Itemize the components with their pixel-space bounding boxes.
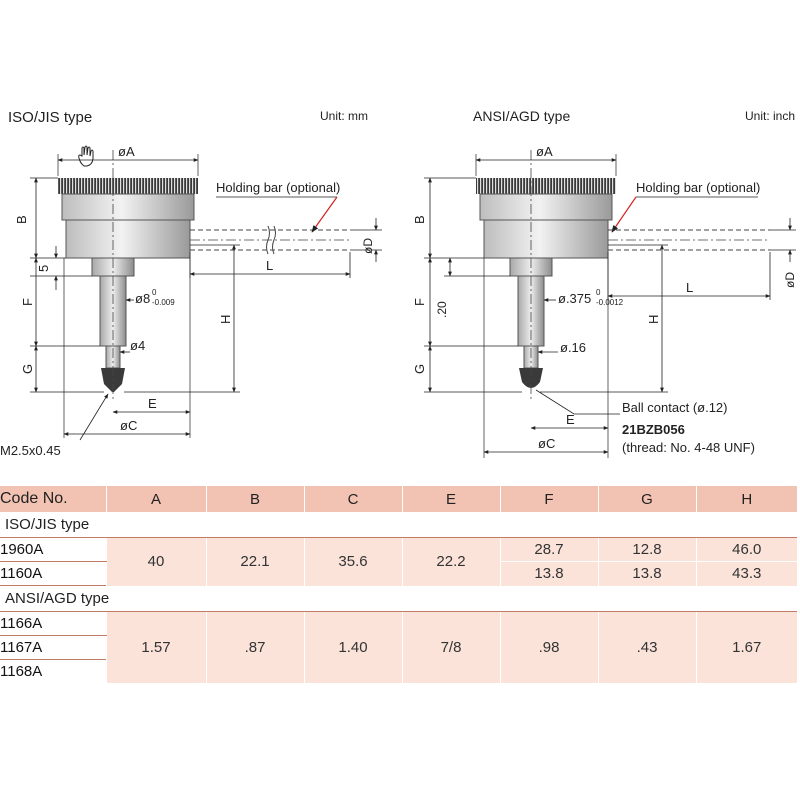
ansi-title: ANSI/AGD type <box>473 108 570 124</box>
header-b: B <box>205 486 304 512</box>
iso-label-stem: ø8 <box>135 291 150 306</box>
ansi-label-ball: Ball contact (ø.12) <box>622 400 728 415</box>
header-a: A <box>105 486 206 512</box>
iso-lower-body <box>65 219 191 259</box>
header-code: Code No. <box>0 486 106 512</box>
table-row: 1160A 13.8 13.8 43.3 <box>0 561 797 586</box>
ansi-lower-body <box>483 219 609 259</box>
ansi-value-g: .43 <box>597 611 696 683</box>
ansi-label-a: øA <box>536 144 553 159</box>
ansi-label-part: 21BZB056 <box>622 422 685 437</box>
iso-label-b: B <box>14 215 29 224</box>
table-header-row: Code No. A B C E F G H <box>0 486 797 512</box>
value-1160a-h: 43.3 <box>695 561 797 586</box>
value-1160a-f: 13.8 <box>499 561 598 586</box>
table-row: 1167A <box>0 635 797 660</box>
iso-label-d: øD <box>361 238 375 254</box>
ansi-agd-drawing: ANSI/AGD type Unit: inch Holding bar (op… <box>412 108 797 458</box>
iso-value-c: 35.6 <box>303 537 402 586</box>
table-row: 1168A <box>0 660 797 684</box>
header-h: H <box>695 486 797 512</box>
iso-value-b: 22.1 <box>205 537 304 586</box>
ansi-label-g: G <box>412 364 427 374</box>
ansi-value-b: .87 <box>205 611 304 683</box>
ansi-label-e: E <box>566 412 575 427</box>
table-row: 1960A 40 22.1 35.6 22.2 28.7 12.8 46.0 <box>0 537 797 586</box>
ansi-ball-contact <box>519 368 543 388</box>
ansi-section-label: ANSI/AGD type <box>0 585 797 612</box>
value-1960a-g: 12.8 <box>597 537 696 562</box>
iso-section-row: ISO/JIS type <box>0 512 797 538</box>
ansi-unit: Unit: inch <box>745 109 795 123</box>
hand-pointer-icon <box>78 145 94 167</box>
dimension-drawing: ISO/JIS type Unit: mm Holding bar (optio… <box>0 108 797 458</box>
iso-label-g: G <box>20 364 35 374</box>
iso-label-l: L <box>266 258 273 273</box>
table-row: 1166A 1.57 .87 1.40 7/8 .98 .43 1.67 <box>0 611 797 683</box>
iso-holding-label: Holding bar (optional) <box>216 180 340 195</box>
code-1167a: 1167A <box>0 635 106 660</box>
ansi-holding-label: Holding bar (optional) <box>636 180 760 195</box>
ansi-value-f: .98 <box>499 611 598 683</box>
ansi-upper-body <box>479 193 613 221</box>
ansi-label-d: øD <box>783 272 797 288</box>
iso-value-a: 40 <box>105 537 206 586</box>
ansi-stem-tol-bottom: -0.0012 <box>596 298 624 307</box>
iso-title: ISO/JIS type <box>8 109 92 126</box>
iso-label-thread: M2.5x0.45 <box>0 443 61 458</box>
iso-stem-tol-bottom: -0.009 <box>152 298 175 307</box>
ansi-value-a: 1.57 <box>105 611 206 683</box>
header-e: E <box>401 486 500 512</box>
iso-unit: Unit: mm <box>320 109 368 123</box>
ansi-label-thread: (thread: No. 4-48 UNF) <box>622 440 755 455</box>
value-1960a-h: 46.0 <box>695 537 797 562</box>
ansi-bezel <box>476 178 616 194</box>
iso-label-h: H <box>218 315 233 324</box>
header-g: G <box>597 486 696 512</box>
ansi-label-stem: ø.375 <box>558 291 591 306</box>
iso-label-a: øA <box>118 144 135 159</box>
ansi-label-twenty: .20 <box>435 301 449 318</box>
iso-label-e: E <box>148 396 157 411</box>
ansi-label-b: B <box>412 215 427 224</box>
iso-upper-body <box>61 193 195 221</box>
code-1160a: 1160A <box>0 561 106 586</box>
ansi-value-e: 7/8 <box>401 611 500 683</box>
code-1166a: 1166A <box>0 611 106 636</box>
iso-thread-leader <box>79 393 109 441</box>
ansi-label-l: L <box>686 280 693 295</box>
ansi-label-tip: ø.16 <box>560 340 586 355</box>
ansi-ball-leader <box>535 389 620 415</box>
value-1960a-f: 28.7 <box>499 537 598 562</box>
iso-stem-tol-top: 0 <box>152 288 157 297</box>
value-1160a-g: 13.8 <box>597 561 696 586</box>
ansi-value-c: 1.40 <box>303 611 402 683</box>
iso-label-5: 5 <box>36 265 51 272</box>
ansi-value-h: 1.67 <box>695 611 797 683</box>
spec-table: Code No. A B C E F G H ISO/JIS type 1960… <box>0 486 797 683</box>
ansi-section-row: ANSI/AGD type <box>0 585 797 612</box>
iso-section-label: ISO/JIS type <box>0 512 797 538</box>
header-c: C <box>303 486 402 512</box>
iso-label-f: F <box>20 298 35 306</box>
iso-value-e: 22.2 <box>401 537 500 586</box>
ansi-label-c: øC <box>538 436 555 451</box>
iso-label-tip: ø4 <box>130 338 145 353</box>
iso-holding-leader <box>311 196 338 233</box>
code-1960a: 1960A <box>0 537 106 562</box>
iso-jis-drawing: ISO/JIS type Unit: mm Holding bar (optio… <box>0 109 382 458</box>
header-f: F <box>499 486 598 512</box>
iso-bezel <box>58 178 198 194</box>
iso-label-c: øC <box>120 418 137 433</box>
ansi-label-h: H <box>646 315 661 324</box>
ansi-stem-tol-top: 0 <box>596 288 601 297</box>
code-1168a: 1168A <box>0 663 43 680</box>
ansi-holding-leader <box>611 196 637 233</box>
ansi-label-f: F <box>412 298 427 306</box>
